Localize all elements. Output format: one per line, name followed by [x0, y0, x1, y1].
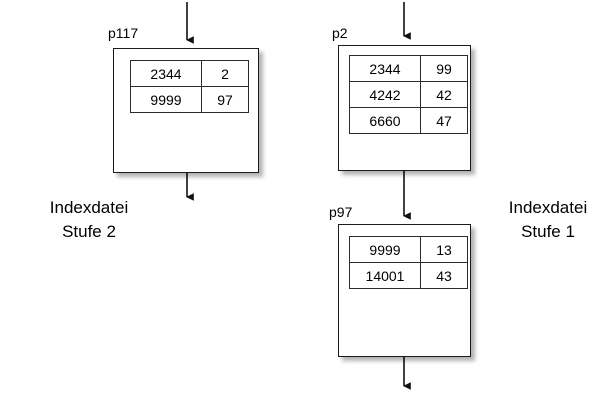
node-label-p117: p117 — [108, 25, 139, 41]
record-table-p2: 2344 99 4242 42 6660 47 — [349, 55, 468, 134]
cell-key: 2344 — [349, 55, 421, 82]
table-row: 14001 43 — [349, 262, 468, 289]
cell-key: 9999 — [349, 236, 421, 263]
cell-pointer: 47 — [420, 107, 468, 134]
record-table-p117: 2344 2 9999 97 — [130, 60, 249, 113]
cell-pointer: 97 — [201, 86, 249, 113]
table-row: 9999 97 — [130, 86, 249, 113]
cell-pointer: 13 — [420, 236, 468, 263]
table-row: 4242 42 — [349, 81, 468, 108]
caption-level-2: Indexdatei Stufe 2 — [14, 196, 164, 244]
node-label-p97: p97 — [329, 204, 353, 220]
caption-level-1-line2: Stufe 1 — [521, 222, 575, 241]
table-row: 2344 2 — [130, 60, 249, 87]
table-row: 2344 99 — [349, 55, 468, 82]
table-row: 9999 13 — [349, 236, 468, 263]
caption-level-2-line1: Indexdatei — [49, 198, 129, 217]
caption-level-1: Indexdatei Stufe 1 — [489, 196, 607, 244]
cell-pointer: 99 — [420, 55, 468, 82]
table-row: 6660 47 — [349, 107, 468, 134]
record-table-p97: 9999 13 14001 43 — [349, 236, 468, 289]
cell-key: 4242 — [349, 81, 421, 108]
cell-pointer: 43 — [420, 262, 468, 289]
cell-key: 2344 — [130, 60, 202, 87]
node-label-p2: p2 — [332, 25, 348, 41]
cell-key: 14001 — [349, 262, 421, 289]
caption-level-1-line1: Indexdatei — [508, 198, 588, 217]
cell-pointer: 2 — [201, 60, 249, 87]
cell-key: 9999 — [130, 86, 202, 113]
cell-key: 6660 — [349, 107, 421, 134]
caption-level-2-line2: Stufe 2 — [62, 222, 116, 241]
cell-pointer: 42 — [420, 81, 468, 108]
